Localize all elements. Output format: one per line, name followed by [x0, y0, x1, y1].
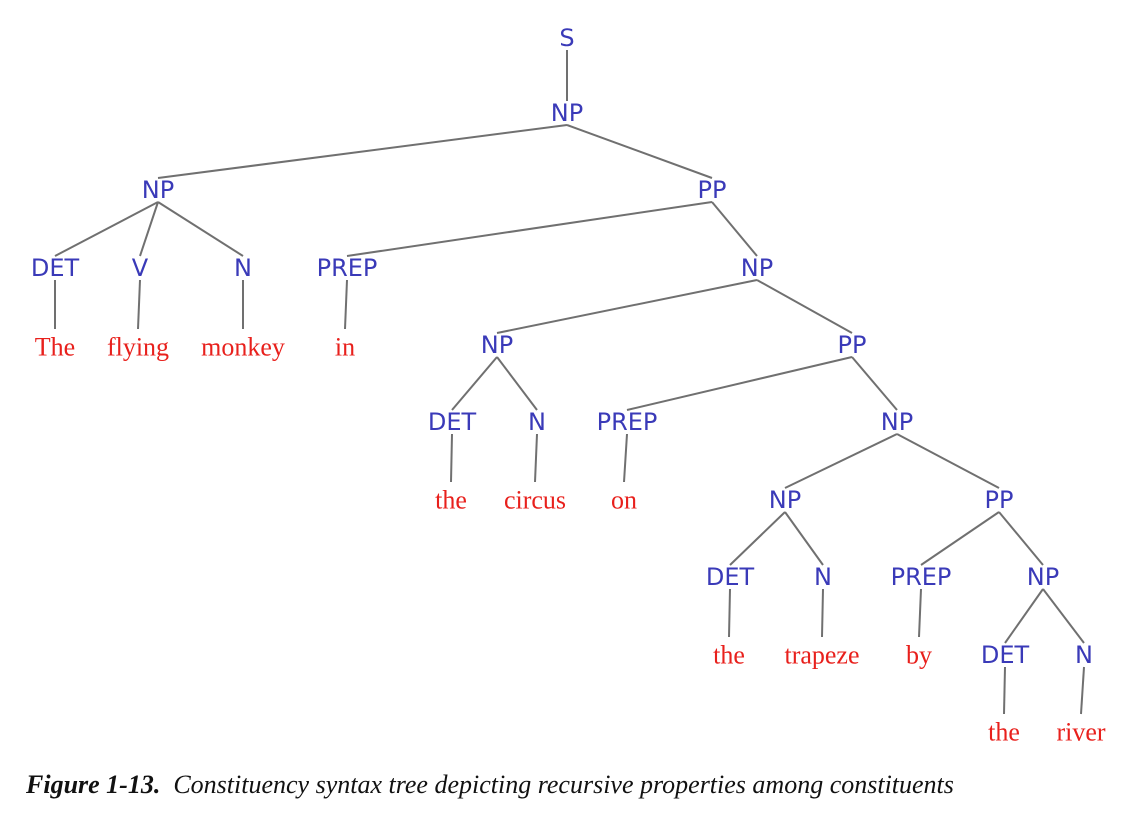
tree-edge — [1003, 666, 1006, 715]
figure-number: Figure 1-13. — [26, 770, 161, 799]
tree-word: flying — [107, 333, 169, 362]
tree-word: the — [988, 718, 1020, 747]
tree-edge — [450, 433, 453, 483]
tree-word: by — [906, 641, 932, 670]
tree-word: trapeze — [784, 641, 859, 670]
tree-edge — [729, 511, 786, 566]
tree-edge — [566, 124, 713, 179]
tree-edge — [784, 511, 824, 566]
tree-edge — [918, 588, 922, 638]
tree-edge — [496, 356, 538, 411]
tree-word: The — [35, 333, 75, 362]
tree-edge — [756, 279, 853, 334]
tree-category: NP — [1027, 563, 1059, 591]
tree-category: NP — [741, 254, 773, 282]
tree-category: PP — [698, 176, 727, 204]
tree-category: DET — [31, 254, 80, 282]
tree-edge — [626, 356, 853, 411]
tree-category: PREP — [891, 563, 952, 591]
tree-category: NP — [769, 486, 801, 514]
tree-edge — [784, 433, 898, 489]
tree-edge — [896, 433, 1000, 489]
tree-edge — [534, 433, 538, 483]
tree-category: N — [234, 254, 252, 282]
tree-category: V — [132, 254, 149, 282]
caption-text: Constituency syntax tree depicting recur… — [173, 770, 954, 799]
tree-edge — [920, 511, 1000, 566]
tree-category: PP — [838, 331, 867, 359]
tree-category: S — [559, 24, 574, 52]
tree-word: the — [713, 641, 745, 670]
tree-edge — [496, 279, 758, 334]
tree-category: PP — [985, 486, 1014, 514]
tree-edge — [157, 124, 568, 179]
tree-category: N — [528, 408, 546, 436]
tree-edge — [451, 356, 498, 411]
tree-category: NP — [881, 408, 913, 436]
tree-word: circus — [504, 486, 566, 515]
tree-word: river — [1056, 718, 1105, 747]
tree-category: PREP — [317, 254, 378, 282]
tree-edge — [1004, 588, 1044, 644]
tree-category: DET — [981, 641, 1030, 669]
tree-category: NP — [142, 176, 174, 204]
tree-edge — [54, 201, 159, 257]
figure-caption: Figure 1-13. Constituency syntax tree de… — [26, 770, 1106, 800]
tree-category: DET — [706, 563, 755, 591]
tree-category: N — [814, 563, 832, 591]
tree-edge — [998, 511, 1044, 566]
tree-word: on — [611, 486, 637, 515]
tree-edge — [139, 201, 159, 257]
tree-edge — [157, 201, 244, 257]
tree-category: N — [1075, 641, 1093, 669]
tree-edge — [851, 356, 898, 411]
tree-category: NP — [551, 99, 583, 127]
tree-edge — [728, 588, 731, 638]
tree-edge — [821, 588, 824, 638]
tree-category: PREP — [597, 408, 658, 436]
tree-category: DET — [428, 408, 477, 436]
tree-category: NP — [481, 331, 513, 359]
tree-edge — [137, 279, 141, 330]
tree-edge — [623, 433, 628, 483]
tree-word: the — [435, 486, 467, 515]
tree-edge — [344, 279, 348, 330]
tree-edge — [1042, 588, 1085, 644]
tree-word: in — [335, 333, 355, 362]
tree-edge — [1080, 666, 1085, 715]
tree-edge — [711, 201, 758, 257]
tree-edges — [54, 50, 1085, 715]
tree-edge — [346, 201, 713, 257]
tree-word: monkey — [201, 333, 285, 362]
